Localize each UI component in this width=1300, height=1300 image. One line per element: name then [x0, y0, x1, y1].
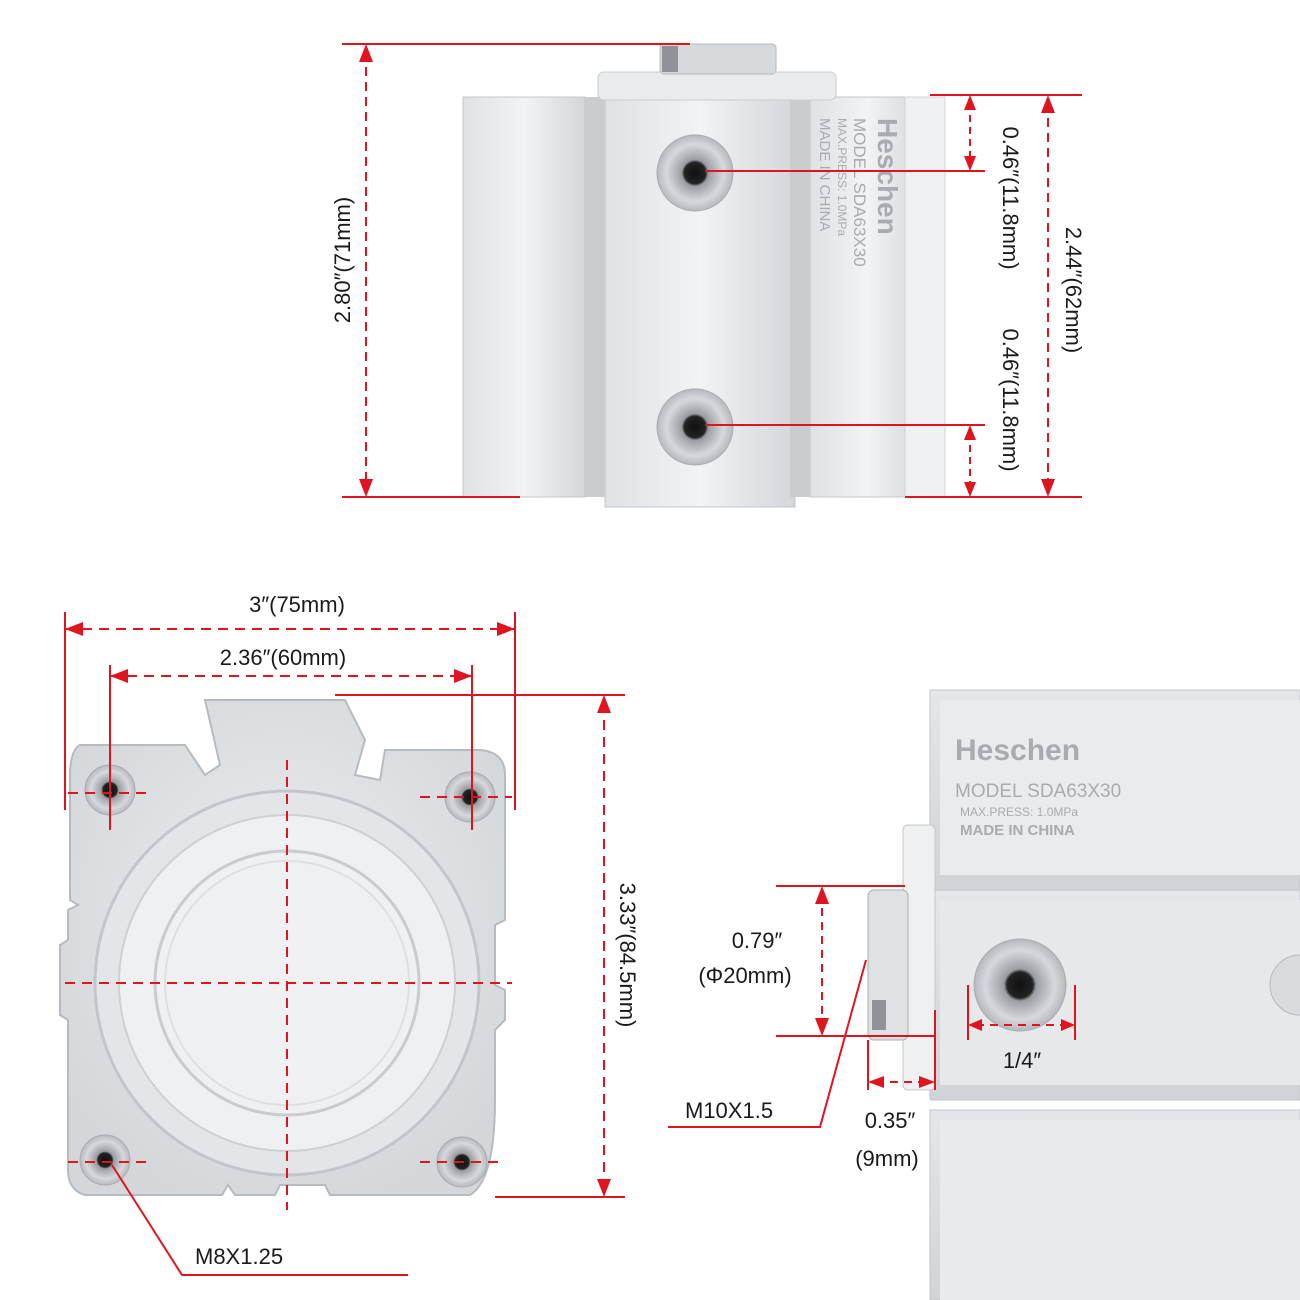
side-rod-length-label-line2: (9mm)	[855, 1146, 919, 1171]
top-port-offset-bottom-label: 0.46″(11.8mm)	[998, 328, 1023, 471]
top-height-label: 2.80″(71mm)	[330, 197, 355, 323]
side-engraving-model: MODEL SDA63X30	[955, 781, 1121, 802]
top-engraving-origin: MADE IN CHINA	[816, 118, 833, 231]
front-overall-height-label: 3.33″(84.5mm)	[615, 883, 640, 1028]
side-engraving-pressure: MAX.PRESS: 1.0MPa	[960, 805, 1078, 819]
side-engraving-brand: Heschen	[955, 734, 1080, 767]
top-body-left-block	[462, 96, 586, 498]
front-thread-label: M8X1.25	[195, 1244, 283, 1269]
top-body-groove-left	[585, 97, 605, 497]
top-port-upper	[656, 134, 734, 212]
side-body-top-face	[940, 700, 1300, 875]
front-overall-width-label: 3″(75mm)	[249, 592, 345, 617]
top-port-offset-top-label: 0.46″(11.8mm)	[998, 126, 1023, 269]
side-rod-thread-label: M10X1.5	[685, 1098, 773, 1123]
side-engraving-origin: MADE IN CHINA	[960, 822, 1075, 839]
side-engraving: Heschen MODEL SDA63X30 MAX.PRESS: 1.0MPa…	[955, 734, 1121, 839]
top-collar	[597, 71, 837, 101]
front-hole-spacing-label: 2.36″(60mm)	[220, 645, 346, 670]
top-body-height-label: 2.44″(62mm)	[1061, 227, 1086, 353]
side-rod-flat	[872, 1000, 886, 1030]
top-rod-nut	[659, 43, 777, 75]
top-rod-flat	[662, 46, 678, 72]
front-view: 3″(75mm) 2.36″(60mm) 3.33″(84.5mm) M8X1.…	[59, 592, 640, 1276]
top-engraving-pressure: MAX.PRESS: 1.0MPa	[835, 118, 849, 236]
front-thread-leader	[111, 1164, 408, 1276]
side-body-bottom-face	[940, 1120, 1300, 1300]
side-port-edge	[1269, 954, 1300, 1016]
front-hole-bottom-left	[79, 1134, 131, 1186]
top-port-lower	[656, 388, 734, 466]
top-engraving-model: MODEL SDA63X30	[850, 118, 869, 267]
top-body-groove-right	[790, 97, 810, 497]
side-rod-length-label-line1: 0.35″	[865, 1108, 916, 1133]
top-engraving-brand: Heschen	[872, 118, 903, 235]
side-rod-diameter-label-line1: 0.79″	[732, 928, 783, 953]
top-body-right-edge	[904, 96, 946, 498]
front-hole-top-right	[444, 771, 496, 823]
side-port-size-label: 1/4″	[1003, 1048, 1042, 1073]
side-rod-thread-leader	[668, 959, 867, 1128]
top-view: Heschen MODEL SDA63X30 MAX.PRESS: 1.0MPa…	[330, 43, 1086, 508]
top-engraving: Heschen MODEL SDA63X30 MAX.PRESS: 1.0MPa…	[816, 118, 903, 267]
side-view: Heschen MODEL SDA63X30 MAX.PRESS: 1.0MPa…	[668, 689, 1300, 1300]
side-port	[973, 938, 1067, 1032]
side-rod-diameter-label-line2: (Φ20mm)	[698, 963, 791, 988]
